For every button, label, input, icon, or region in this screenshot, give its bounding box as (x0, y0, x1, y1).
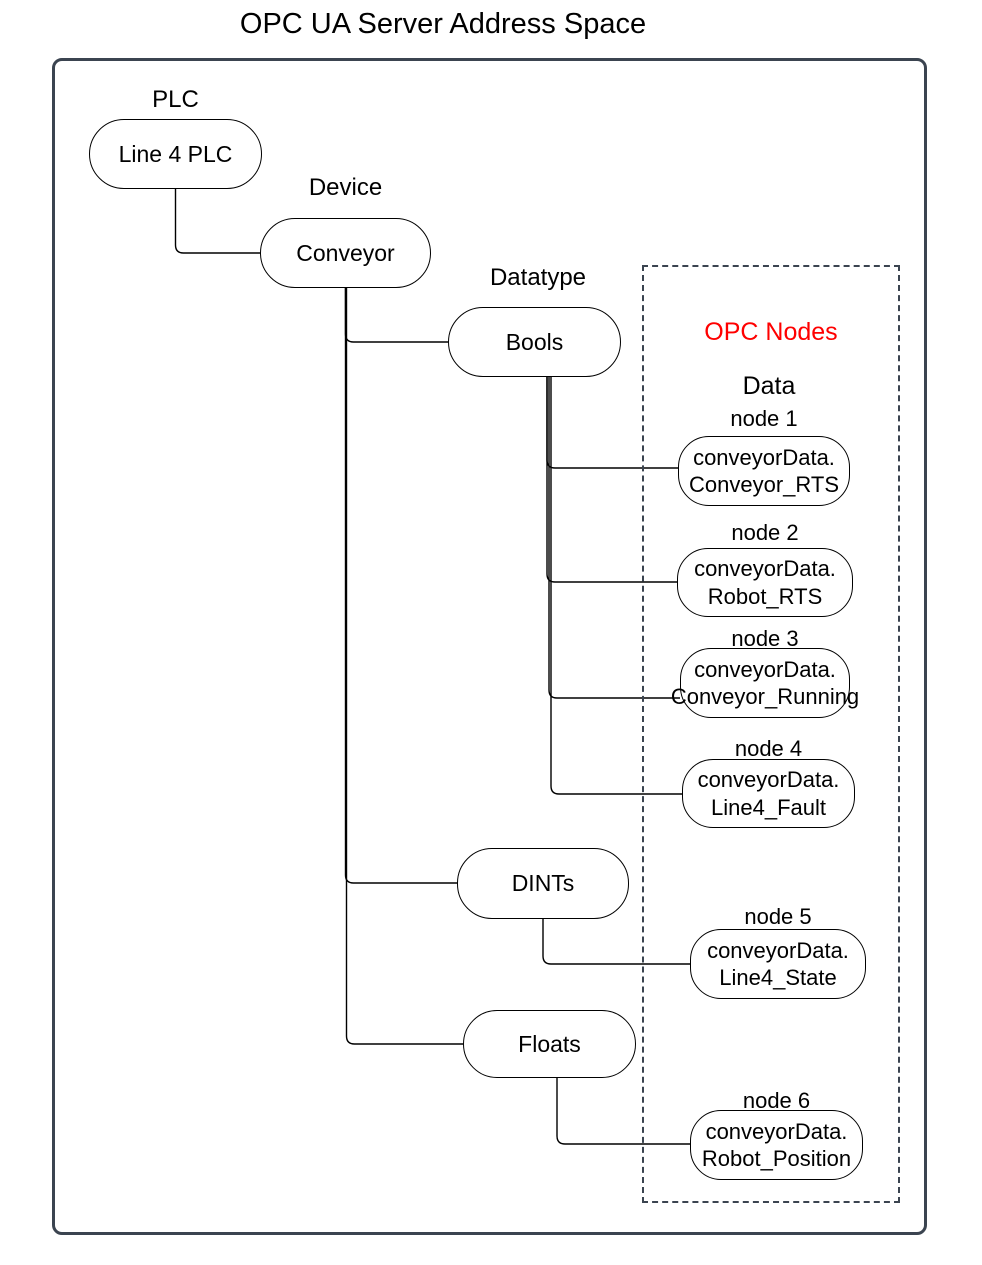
opc-node6: conveyorData. Robot_Position (690, 1110, 863, 1180)
opc-node3: conveyorData. Conveyor_Running (671, 648, 859, 718)
opc-node4-name-line2: Line4_Fault (711, 794, 826, 820)
opc-node3-title: node 3 (731, 626, 799, 651)
connector-conveyor-dints (344, 288, 457, 884)
opc-node5: conveyorData. Line4_State (690, 929, 866, 999)
opc-nodes-region-title: OPC Nodes (704, 318, 838, 346)
tree-node-line-4-plc: Line 4 PLC (89, 119, 262, 189)
opc-node3-name-line1: conveyorData. (694, 656, 836, 682)
opc-node3-name-line2: Conveyor_Running (670, 684, 860, 709)
connector-plc-conveyor (174, 189, 260, 254)
opc-node1: conveyorData. Conveyor_RTS (678, 436, 850, 506)
tree-node-conveyor-label: Conveyor (296, 239, 395, 266)
opc-node2-title: node 2 (731, 520, 799, 545)
opc-nodes-region-subtitle: Data (742, 372, 796, 400)
opc-node2-name-line2: Robot_RTS (707, 583, 823, 609)
tree-node-floats: Floats (463, 1010, 636, 1078)
tree-node-bools-label: Bools (505, 328, 564, 355)
opc-node6-title: node 6 (742, 1088, 811, 1113)
opc-node5-title: node 5 (744, 904, 812, 929)
connector-conveyor-bools (344, 288, 448, 343)
opc-node4-title: node 4 (734, 736, 803, 761)
opc-nodes-region (642, 265, 900, 1203)
diagram-title: OPC UA Server Address Space (239, 8, 647, 40)
connector-conveyor-floats (345, 288, 463, 1045)
connector-floats-node6 (556, 1078, 690, 1145)
opc-node5-name-line2: Line4_State (719, 965, 837, 990)
connector-dints-node5 (542, 919, 690, 965)
opc-node6-name-line1: conveyorData. (705, 1118, 848, 1144)
tree-node-dints: DINTs (457, 848, 629, 919)
category-label-plc: PLC (152, 86, 199, 113)
tree-node-line-4-plc-label: Line 4 PLC (118, 140, 233, 167)
opc-node5-name-line1: conveyorData. (707, 937, 849, 963)
opc-node2-name-line1: conveyorData. (694, 556, 836, 581)
category-label-datatype: Datatype (489, 264, 587, 291)
opc-node4: conveyorData. Line4_Fault (682, 759, 855, 828)
opc-node2: conveyorData. Robot_RTS (677, 548, 853, 617)
opc-node1-name-line2: Conveyor_RTS (689, 472, 839, 497)
tree-node-bools: Bools (448, 307, 621, 377)
tree-node-floats-label: Floats (518, 1030, 581, 1057)
tree-node-conveyor: Conveyor (260, 218, 431, 288)
opc-node1-title: node 1 (730, 406, 798, 431)
opc-node4-name-line1: conveyorData. (697, 767, 840, 792)
category-label-device: Device (308, 174, 383, 201)
connector-bools-node4 (550, 377, 682, 795)
opc-node6-name-line2: Robot_Position (701, 1146, 852, 1171)
address-space-frame (52, 58, 927, 1235)
opc-node1-name-line1: conveyorData. (693, 444, 835, 470)
tree-node-dints-label: DINTs (511, 870, 575, 896)
